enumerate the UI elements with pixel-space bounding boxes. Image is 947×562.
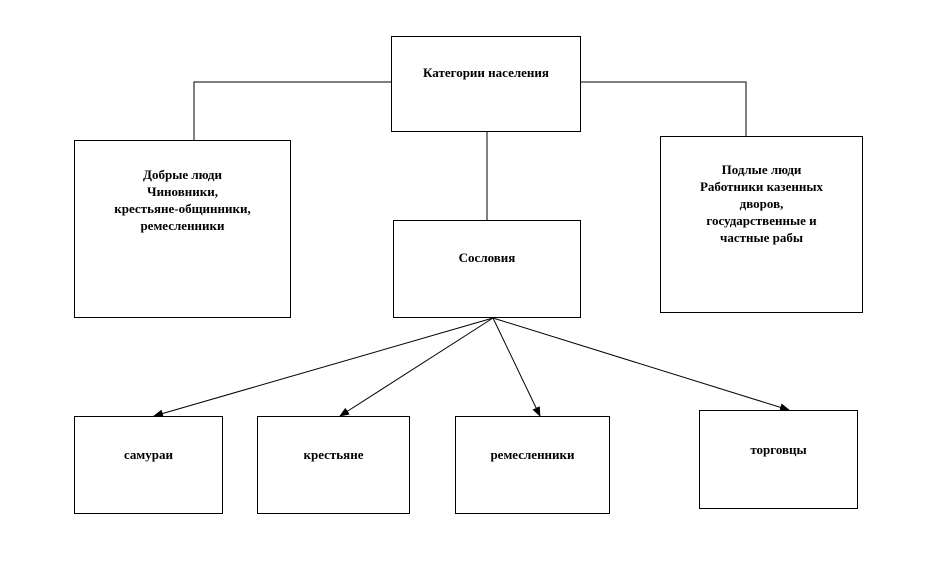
- arrow-estates-to-samurai: [153, 317, 494, 418]
- arrow-estates-to-artisans: [492, 317, 541, 417]
- category-root-box: Категории населения: [391, 36, 581, 132]
- samurai-box: самураи: [74, 416, 223, 514]
- peasants-box: крестьяне: [257, 416, 410, 514]
- artisans-label: ремесленники: [490, 447, 575, 462]
- samurai-label: самураи: [123, 447, 173, 462]
- estates-label: Сословия: [458, 250, 516, 265]
- merchants-box: торговцы: [699, 410, 858, 509]
- good-people-label: Добрые люди Чиновники, крестьяне-общинни…: [114, 167, 251, 233]
- base-people-label: Подлые люди Работники казенных дворов, г…: [699, 162, 824, 245]
- base-people-box: Подлые люди Работники казенных дворов, г…: [660, 136, 863, 313]
- good-people-box: Добрые люди Чиновники, крестьяне-общинни…: [74, 140, 291, 318]
- peasants-label: крестьяне: [303, 447, 364, 462]
- artisans-box: ремесленники: [455, 416, 610, 514]
- connector-root-to-good-people: [193, 81, 391, 140]
- connector-root-to-base-people: [581, 81, 747, 136]
- arrow-estates-to-merchants: [492, 317, 790, 412]
- merchants-label: торговцы: [750, 442, 807, 457]
- estates-box: Сословия: [393, 220, 581, 318]
- arrow-estates-to-peasants: [339, 317, 494, 417]
- category-root-label: Категории населения: [423, 65, 549, 80]
